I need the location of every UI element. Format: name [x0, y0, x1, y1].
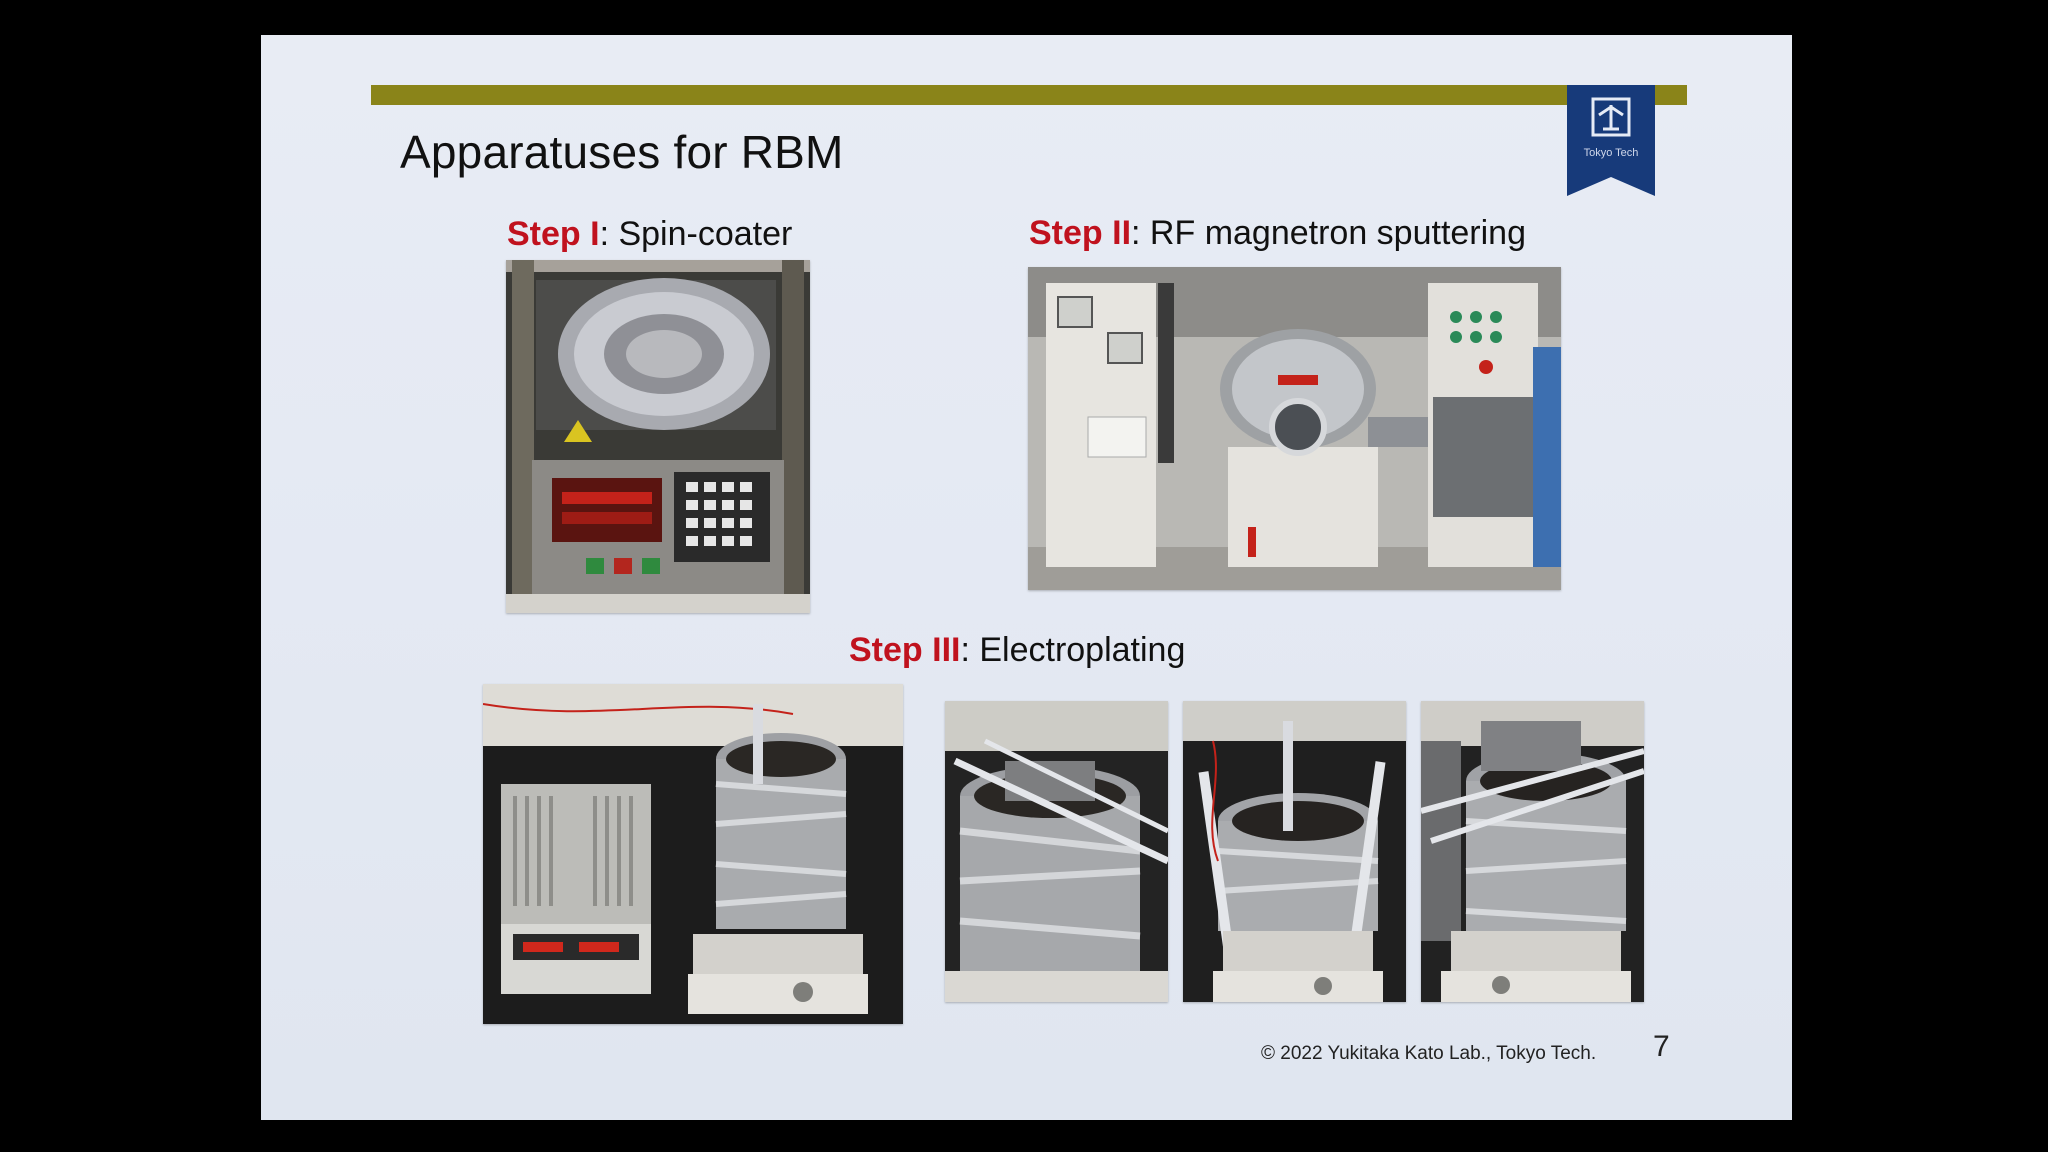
slide: Tokyo Tech Apparatuses for RBM Step I: S… [261, 35, 1792, 1120]
step-2-heading: Step II: RF magnetron sputtering [1029, 214, 1526, 253]
electroplating-power-supply-photo [483, 684, 903, 1024]
step-3-label: Step III [849, 631, 961, 669]
copyright-notice: © 2022 Yukitaka Kato Lab., Tokyo Tech. [1261, 1043, 1597, 1064]
spin-coater-photo [506, 260, 810, 613]
step-3-heading: Step III: Electroplating [849, 631, 1185, 670]
step-2-caption: : RF magnetron sputtering [1131, 214, 1526, 252]
rf-magnetron-sputtering-photo [1028, 267, 1561, 590]
step-1-heading: Step I: Spin-coater [507, 215, 792, 254]
electroplating-bath-photo-3 [1421, 701, 1644, 1002]
logo-wordmark: Tokyo Tech [1583, 147, 1639, 159]
step-1-label: Step I [507, 215, 600, 253]
electroplating-bath-photo-2 [1183, 701, 1406, 1002]
electroplating-bath-photo-1 [945, 701, 1168, 1002]
step-1-caption: : Spin-coater [599, 215, 793, 253]
slide-title: Apparatuses for RBM [400, 126, 844, 178]
page-number: 7 [1653, 1030, 1670, 1063]
title-accent-bar [371, 85, 1687, 105]
step-2-label: Step II [1029, 214, 1132, 252]
tokyo-tech-logo: Tokyo Tech [1567, 85, 1655, 196]
step-3-caption: : Electroplating [960, 631, 1186, 669]
